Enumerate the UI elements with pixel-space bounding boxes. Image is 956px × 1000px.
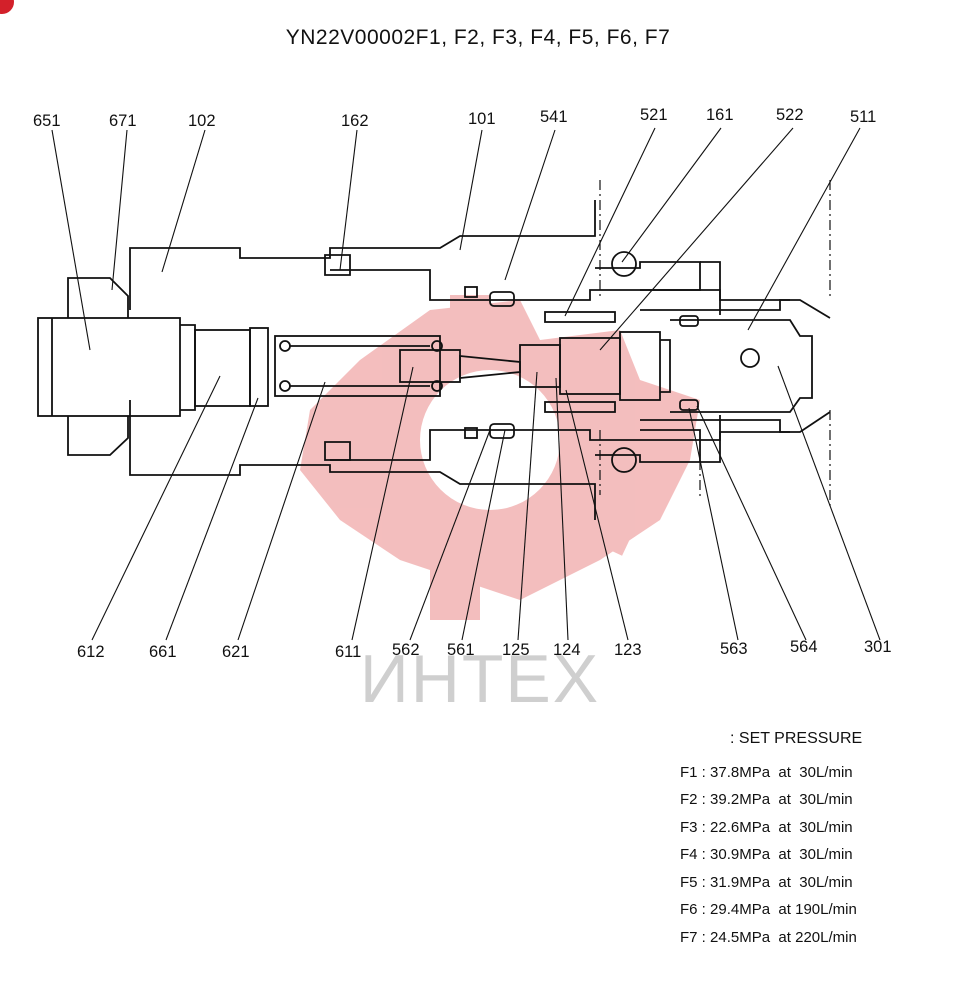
row-id: F3 bbox=[680, 818, 698, 836]
callout-102: 102 bbox=[188, 112, 216, 130]
row-at: at bbox=[778, 846, 791, 863]
row-id: F2 bbox=[680, 791, 698, 808]
callout-661: 661 bbox=[149, 643, 177, 661]
row-id: F4 bbox=[680, 846, 698, 863]
pressure-row-f6: F6 : 29.4MPa at 190L/min bbox=[680, 901, 857, 918]
leader-lines bbox=[51, 127, 881, 641]
watermark-text: ИНТЕХ bbox=[359, 641, 601, 717]
callout-564: 564 bbox=[790, 638, 818, 656]
row-pressure: 39.2MPa bbox=[710, 791, 771, 808]
row-flow: 190L/min bbox=[795, 901, 857, 918]
callout-511: 511 bbox=[850, 108, 876, 126]
callout-125: 125 bbox=[502, 641, 530, 659]
row-pressure: 24.5MPa bbox=[710, 928, 771, 946]
callout-162: 162 bbox=[341, 112, 369, 130]
pressure-row-f4: F4 : 30.9MPa at 30L/min bbox=[680, 846, 853, 863]
callout-612: 612 bbox=[77, 643, 105, 661]
row-id: F5 bbox=[680, 873, 698, 891]
pressure-row-f2: F2 : 39.2MPa at 30L/min bbox=[680, 791, 853, 808]
pressure-row-f5: F5 : 31.9MPa at 30L/min bbox=[680, 873, 853, 891]
row-at: at bbox=[778, 873, 791, 891]
set-pressure-heading: : SET PRESSURE bbox=[730, 730, 863, 747]
row-flow: 30L/min bbox=[799, 791, 853, 808]
callout-521: 521 bbox=[640, 106, 668, 124]
row-at: at bbox=[778, 818, 791, 836]
pressure-row-f1: F1 : 37.8MPa at 30L/min bbox=[680, 763, 853, 781]
row-pressure: 37.8MPa bbox=[710, 763, 771, 781]
callout-561: 561 bbox=[447, 641, 475, 659]
row-flow: 30L/min bbox=[799, 846, 853, 863]
row-pressure: 29.4MPa bbox=[710, 901, 771, 918]
row-flow: 220L/min bbox=[795, 928, 857, 946]
callout-563: 563 bbox=[720, 640, 748, 658]
callout-101: 101 bbox=[468, 110, 496, 128]
row-pressure: 30.9MPa bbox=[710, 846, 771, 863]
callouts-top: 651 671 102 162 101 541 521 161 522 511 bbox=[33, 106, 876, 130]
callout-671: 671 bbox=[109, 112, 137, 130]
set-pressure-table: : SET PRESSURE F1 : 37.8MPa at 30L/min F… bbox=[680, 725, 940, 951]
row-pressure: 31.9MPa bbox=[710, 873, 771, 891]
callout-123: 123 bbox=[614, 641, 642, 659]
pressure-row-f3: F3 : 22.6MPa at 30L/min bbox=[680, 818, 853, 836]
callout-522: 522 bbox=[776, 106, 804, 124]
callout-124: 124 bbox=[553, 641, 581, 659]
row-at: at bbox=[778, 763, 791, 781]
callout-541: 541 bbox=[540, 108, 568, 126]
callout-301: 301 bbox=[864, 638, 892, 656]
callouts-bottom: 612 661 621 611 562 561 125 124 123 563 … bbox=[77, 638, 892, 661]
diagram-title: YN22V00002F1, F2, F3, F4, F5, F6, F7 bbox=[285, 26, 671, 49]
callout-562: 562 bbox=[392, 641, 420, 659]
valve-body bbox=[37, 200, 831, 520]
row-pressure: 22.6MPa bbox=[710, 818, 771, 836]
row-flow: 30L/min bbox=[799, 818, 853, 836]
row-id: F6 bbox=[680, 901, 698, 918]
installation-lines bbox=[599, 180, 831, 510]
row-at: at bbox=[778, 791, 791, 808]
callout-651: 651 bbox=[33, 112, 61, 130]
callout-611: 611 bbox=[335, 643, 361, 661]
row-flow: 30L/min bbox=[799, 763, 853, 781]
pressure-row-f7: F7 : 24.5MPa at 220L/min bbox=[680, 928, 857, 946]
row-id: F7 bbox=[680, 928, 698, 946]
callout-161: 161 bbox=[706, 106, 734, 124]
row-at: at bbox=[778, 928, 791, 946]
row-flow: 30L/min bbox=[799, 873, 853, 891]
row-id: F1 bbox=[680, 763, 698, 781]
callout-621: 621 bbox=[222, 643, 250, 661]
row-at: at bbox=[778, 901, 791, 918]
